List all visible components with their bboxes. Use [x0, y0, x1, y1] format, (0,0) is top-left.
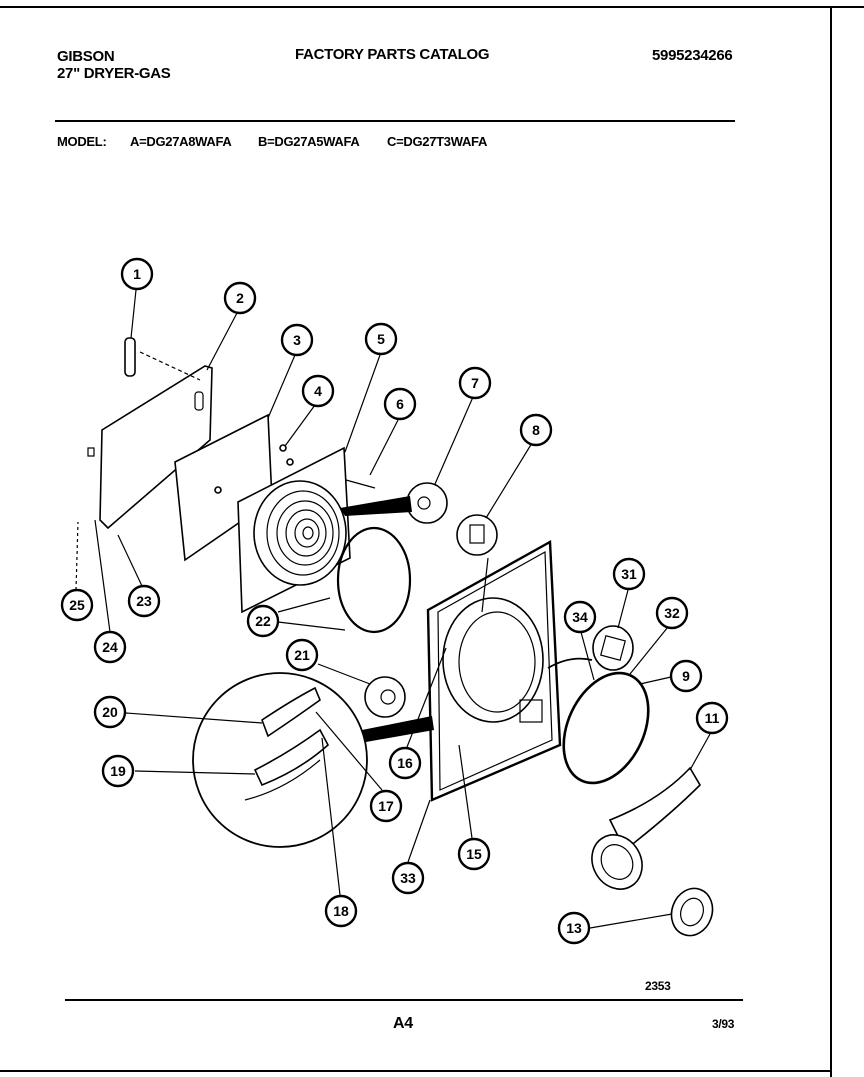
part-9-bulkhead-ring — [562, 671, 672, 785]
model-c: C=DG27T3WAFA — [387, 134, 488, 149]
svg-text:21: 21 — [294, 647, 310, 663]
svg-text:7: 7 — [471, 375, 479, 391]
frame-bottom-border — [0, 1070, 832, 1072]
svg-text:6: 6 — [396, 396, 404, 412]
part-21-latch — [317, 663, 406, 718]
model-label: MODEL: — [57, 134, 107, 149]
callout-3: 3 — [280, 323, 314, 357]
svg-text:9: 9 — [682, 668, 690, 684]
callout-4: 4 — [301, 374, 335, 408]
svg-text:15: 15 — [466, 846, 482, 862]
callout-1: 1 — [120, 257, 154, 291]
svg-text:31: 31 — [621, 566, 637, 582]
drawing-number: 2353 — [645, 979, 671, 993]
callout-20: 20 — [93, 695, 127, 729]
svg-text:17: 17 — [378, 798, 394, 814]
svg-text:11: 11 — [705, 710, 720, 726]
svg-text:18: 18 — [333, 903, 349, 919]
svg-text:32: 32 — [664, 605, 680, 621]
callout-25: 25 — [60, 588, 94, 622]
svg-text:22: 22 — [255, 613, 271, 629]
callout-8: 8 — [519, 413, 553, 447]
frame-right-border — [830, 6, 832, 1077]
svg-text:19: 19 — [110, 763, 126, 779]
part-6-screw — [345, 419, 399, 489]
catalog-title: FACTORY PARTS CATALOG — [295, 46, 490, 63]
part-4-screw — [279, 404, 316, 466]
callout-13: 13 — [557, 911, 591, 945]
svg-text:33: 33 — [400, 870, 416, 886]
callout-23: 23 — [127, 584, 161, 618]
part-22-door-seal — [277, 526, 412, 634]
svg-text:34: 34 — [572, 609, 588, 625]
part-8-strike — [456, 442, 533, 556]
svg-text:2: 2 — [236, 290, 244, 306]
svg-text:4: 4 — [314, 383, 322, 399]
part-13-grommet — [589, 887, 714, 937]
callout-7: 7 — [458, 366, 492, 400]
detail-view-circle — [192, 672, 434, 848]
svg-text:3: 3 — [293, 332, 301, 348]
svg-text:1: 1 — [133, 266, 141, 282]
callout-22: 22 — [246, 604, 280, 638]
callout-34: 34 — [563, 600, 597, 634]
callout-5: 5 — [364, 322, 398, 356]
product-name: 27" DRYER-GAS — [57, 65, 171, 82]
callout-21: 21 — [285, 638, 319, 672]
svg-text:5: 5 — [377, 331, 385, 347]
part-32-clip — [629, 621, 673, 675]
callout-11: 11 — [695, 701, 729, 735]
model-a: A=DG27A8WAFA — [130, 134, 232, 149]
callout-2: 2 — [223, 281, 257, 315]
callout-32: 32 — [655, 596, 689, 630]
svg-text:16: 16 — [397, 755, 413, 771]
part-34-ring — [547, 631, 595, 681]
callout-6: 6 — [383, 387, 417, 421]
part-2-door-outer — [87, 312, 238, 530]
part-11-duct — [591, 733, 711, 890]
callout-17: 17 — [369, 789, 403, 823]
part-1-hinge — [124, 289, 137, 377]
svg-text:25: 25 — [69, 597, 85, 613]
part-5-door-liner — [237, 354, 381, 614]
page-number: A4 — [393, 1015, 413, 1032]
header-rule — [55, 120, 735, 122]
part-31-bracket — [592, 589, 634, 671]
svg-text:23: 23 — [136, 593, 152, 609]
callout-16: 16 — [388, 746, 422, 780]
leader-lines — [75, 519, 473, 896]
revision-date: 3/93 — [712, 1017, 735, 1031]
callout-24: 24 — [93, 630, 127, 664]
brand-name: GIBSON — [57, 48, 115, 65]
part-33-front-panel — [426, 540, 562, 802]
callout-18: 18 — [324, 894, 358, 928]
callout-31: 31 — [612, 557, 646, 591]
callout-19: 19 — [101, 754, 135, 788]
frame-top-border — [0, 6, 864, 8]
footer-rule — [65, 999, 743, 1001]
callout-9: 9 — [669, 659, 703, 693]
part-3-door-inner — [174, 354, 296, 562]
svg-text:20: 20 — [102, 704, 118, 720]
svg-text:24: 24 — [102, 639, 118, 655]
svg-text:8: 8 — [532, 422, 540, 438]
svg-text:13: 13 — [566, 920, 582, 936]
callout-33: 33 — [391, 861, 425, 895]
model-b: B=DG27A5WAFA — [258, 134, 360, 149]
catalog-number: 5995234266 — [652, 47, 733, 64]
part-7-catch — [340, 396, 474, 524]
callout-15: 15 — [457, 837, 491, 871]
